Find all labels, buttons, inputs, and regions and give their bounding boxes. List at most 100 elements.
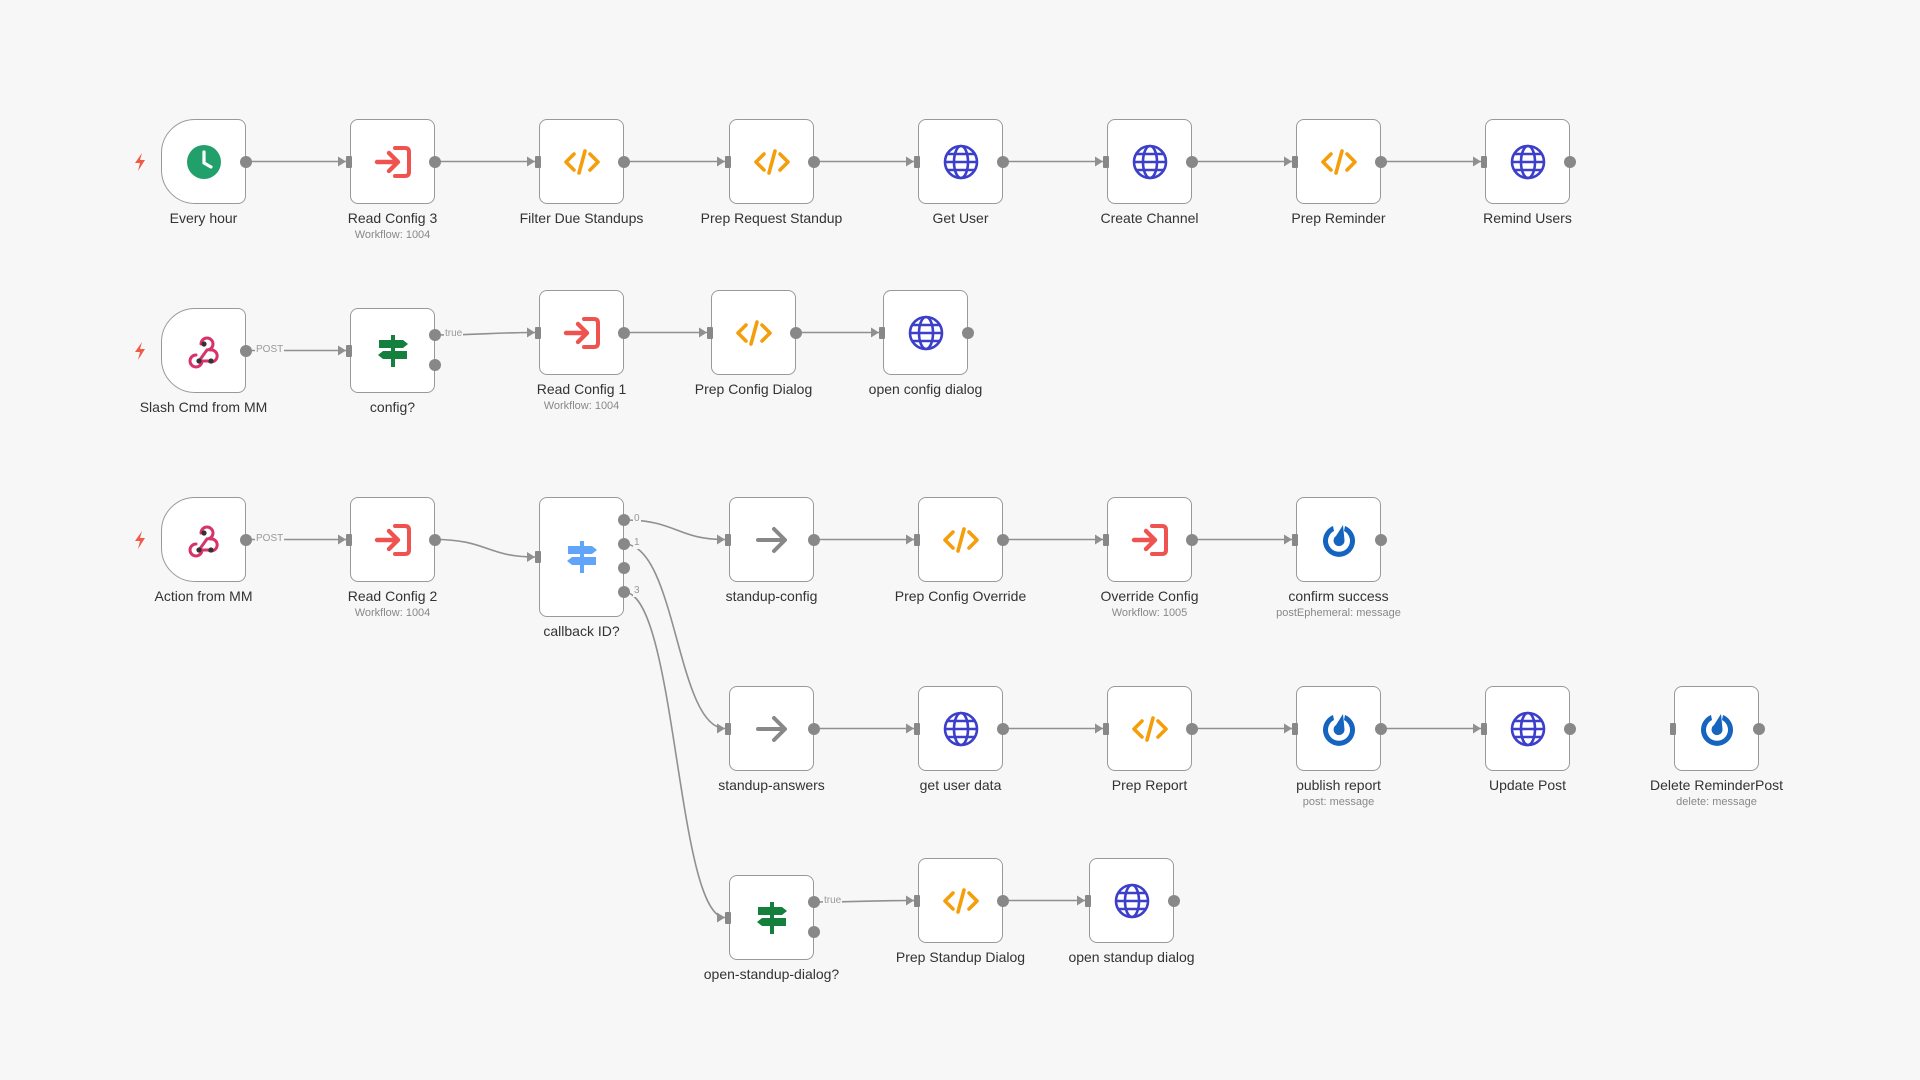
node-slash-cmd[interactable]	[161, 308, 246, 393]
node-read-config-3[interactable]	[350, 119, 435, 204]
input-port[interactable]	[1481, 155, 1487, 168]
node-label: Filter Due Standups	[519, 210, 644, 226]
input-port[interactable]	[1085, 894, 1091, 907]
node-prep-report[interactable]	[1107, 686, 1192, 771]
input-port[interactable]	[914, 533, 920, 546]
node-label: Prep Request Standup	[700, 210, 843, 226]
input-port[interactable]	[1670, 722, 1676, 735]
node-open-standup-q[interactable]	[729, 875, 814, 960]
connection-arrowhead	[906, 156, 914, 167]
node-read-config-2[interactable]	[350, 497, 435, 582]
output-port[interactable]	[997, 894, 1009, 907]
output-port[interactable]	[618, 514, 630, 526]
input-port[interactable]	[346, 533, 352, 546]
output-port[interactable]	[1375, 722, 1387, 735]
node-prep-request[interactable]	[729, 119, 814, 204]
output-port[interactable]	[808, 926, 820, 938]
input-port[interactable]	[1481, 722, 1487, 735]
node-remind-users[interactable]	[1485, 119, 1570, 204]
connection-edge[interactable]	[623, 591, 726, 919]
output-port[interactable]	[429, 155, 441, 168]
node-label: Remind Users	[1483, 210, 1572, 226]
node-label: Update Post	[1488, 777, 1567, 793]
node-action-mm[interactable]	[161, 497, 246, 582]
output-port[interactable]	[1186, 722, 1198, 735]
output-port[interactable]	[808, 896, 820, 908]
node-standup-config[interactable]	[729, 497, 814, 582]
input-port[interactable]	[914, 155, 920, 168]
node-read-config-1[interactable]	[539, 290, 624, 375]
output-port[interactable]	[618, 586, 630, 598]
node-update-post[interactable]	[1485, 686, 1570, 771]
output-port[interactable]	[1564, 722, 1576, 735]
output-port[interactable]	[1564, 155, 1576, 168]
input-port[interactable]	[725, 533, 731, 546]
input-port[interactable]	[707, 326, 713, 339]
node-prep-standup-dialog[interactable]	[918, 858, 1003, 943]
node-open-config-dialog[interactable]	[883, 290, 968, 375]
output-port[interactable]	[429, 329, 441, 341]
input-port[interactable]	[914, 894, 920, 907]
input-port[interactable]	[914, 722, 920, 735]
output-port[interactable]	[1186, 155, 1198, 168]
node-get-user-data[interactable]	[918, 686, 1003, 771]
output-port[interactable]	[240, 533, 252, 546]
input-port[interactable]	[346, 344, 352, 357]
input-port[interactable]	[1292, 155, 1298, 168]
node-filter-due[interactable]	[539, 119, 624, 204]
output-port[interactable]	[1186, 533, 1198, 546]
input-port[interactable]	[1292, 722, 1298, 735]
output-port[interactable]	[808, 722, 820, 735]
output-port[interactable]	[429, 533, 441, 546]
input-port[interactable]	[725, 155, 731, 168]
input-port[interactable]	[1292, 533, 1298, 546]
node-callback-id[interactable]	[539, 497, 624, 617]
node-prep-reminder[interactable]	[1296, 119, 1381, 204]
input-port[interactable]	[879, 326, 885, 339]
input-port[interactable]	[1103, 533, 1109, 546]
output-port[interactable]	[618, 562, 630, 574]
output-port[interactable]	[997, 722, 1009, 735]
connection-edge[interactable]	[434, 538, 536, 558]
node-open-standup-dialog[interactable]	[1089, 858, 1174, 943]
output-port[interactable]	[618, 326, 630, 339]
output-port[interactable]	[618, 538, 630, 550]
node-prep-config-dialog[interactable]	[711, 290, 796, 375]
connection-label: 0	[633, 513, 641, 525]
input-port[interactable]	[346, 155, 352, 168]
input-port[interactable]	[725, 722, 731, 735]
node-create-channel[interactable]	[1107, 119, 1192, 204]
output-port[interactable]	[997, 155, 1009, 168]
output-port[interactable]	[429, 359, 441, 371]
output-port[interactable]	[962, 326, 974, 339]
node-config-q[interactable]	[350, 308, 435, 393]
node-publish-report[interactable]	[1296, 686, 1381, 771]
output-port[interactable]	[240, 155, 252, 168]
output-port[interactable]	[808, 155, 820, 168]
input-port[interactable]	[1103, 722, 1109, 735]
output-port[interactable]	[1753, 722, 1765, 735]
node-confirm-success[interactable]	[1296, 497, 1381, 582]
output-port[interactable]	[1375, 533, 1387, 546]
output-port[interactable]	[618, 155, 630, 168]
node-get-user[interactable]	[918, 119, 1003, 204]
node-label: Slash Cmd from MM	[139, 399, 268, 415]
node-override-config[interactable]	[1107, 497, 1192, 582]
output-port[interactable]	[1375, 155, 1387, 168]
node-every-hour[interactable]	[161, 119, 246, 204]
node-delete-reminder[interactable]	[1674, 686, 1759, 771]
node-prep-config-override[interactable]	[918, 497, 1003, 582]
input-port[interactable]	[535, 551, 541, 563]
node-standup-answers[interactable]	[729, 686, 814, 771]
output-port[interactable]	[1168, 894, 1180, 907]
output-port[interactable]	[240, 344, 252, 357]
output-port[interactable]	[790, 326, 802, 339]
input-port[interactable]	[1103, 155, 1109, 168]
input-port[interactable]	[725, 911, 731, 924]
output-port[interactable]	[997, 533, 1009, 546]
output-port[interactable]	[808, 533, 820, 546]
input-port[interactable]	[535, 326, 541, 339]
node-label: open standup dialog	[1068, 949, 1195, 965]
input-port[interactable]	[535, 155, 541, 168]
